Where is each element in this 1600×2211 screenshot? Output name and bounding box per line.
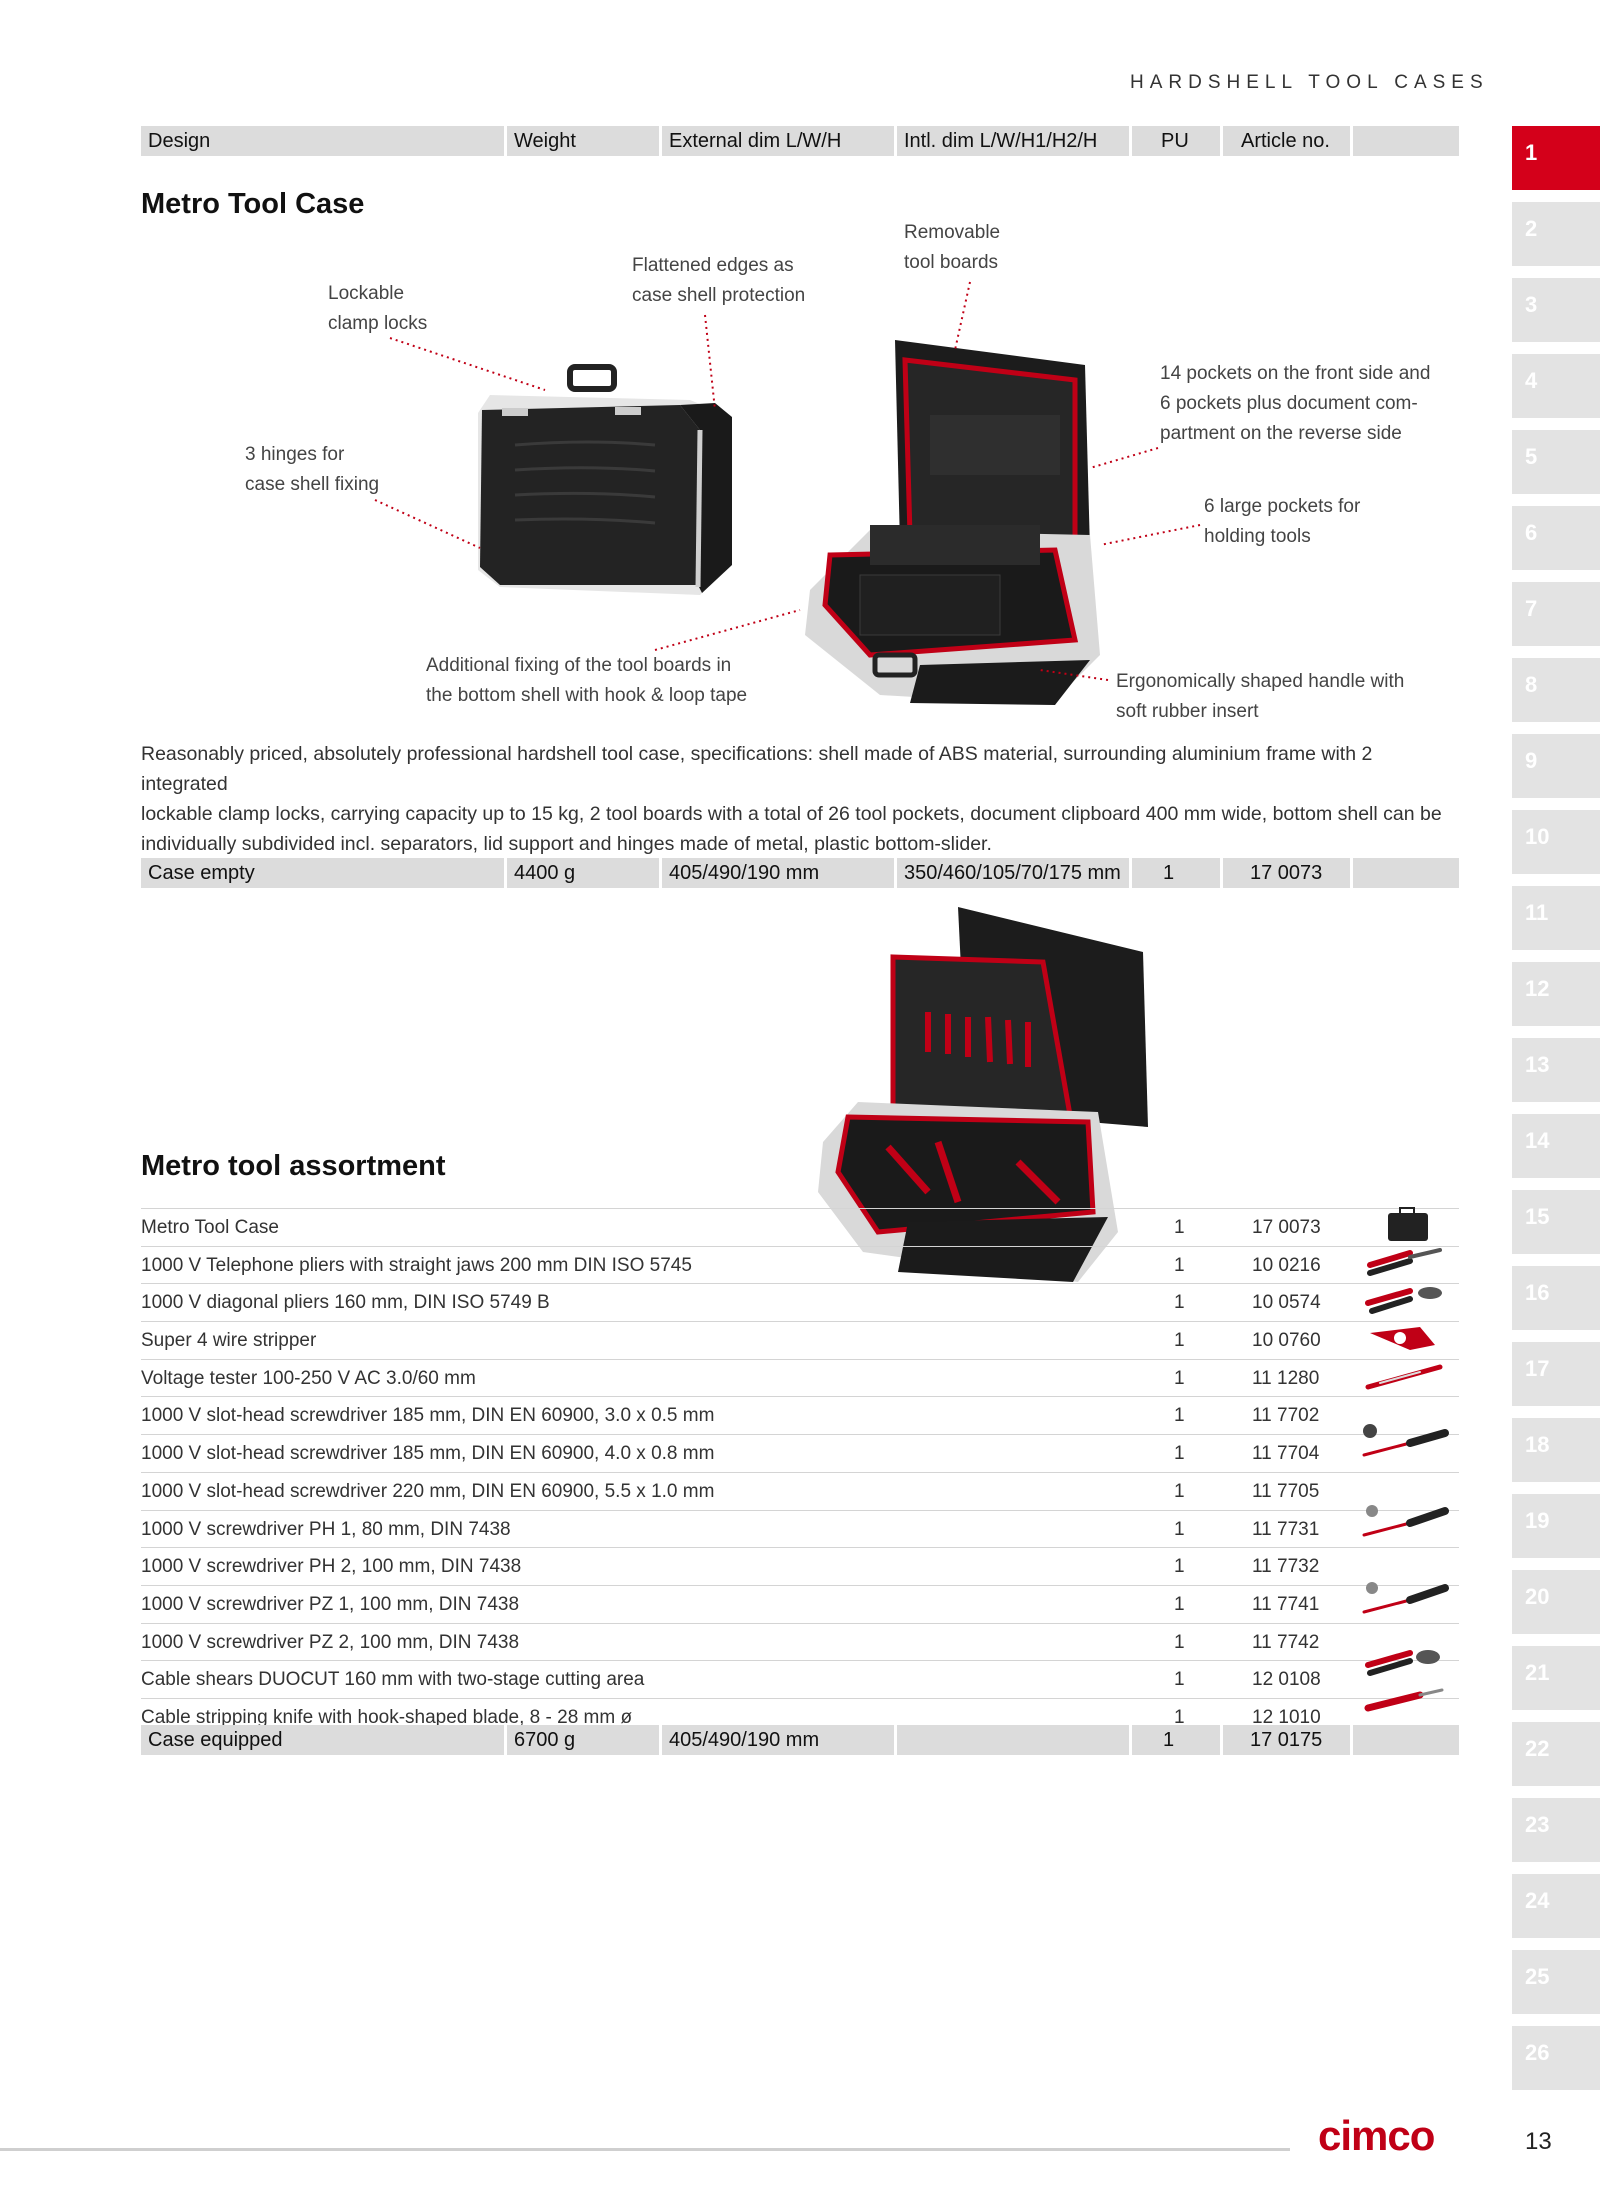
list-item: 1000 V Telephone pliers with straight ja… bbox=[141, 1247, 1459, 1285]
pozidriv-screwdriver-icon bbox=[1362, 1582, 1449, 1614]
case-equipped-weight: 6700 g bbox=[507, 1725, 659, 1755]
table-header-row: Design Weight External dim L/W/H Intl. d… bbox=[141, 126, 1459, 156]
col-weight: Weight bbox=[507, 126, 659, 156]
case-equipped-design: Case equipped bbox=[141, 1725, 504, 1755]
wire-stripper-icon bbox=[1370, 1327, 1435, 1350]
tab-1[interactable]: 1 bbox=[1512, 126, 1600, 190]
tab-19[interactable]: 19 bbox=[1512, 1494, 1600, 1558]
tab-21[interactable]: 21 bbox=[1512, 1646, 1600, 1710]
case-empty-internal: 350/460/105/70/175 mm bbox=[897, 858, 1129, 888]
pliers-icon bbox=[1367, 1248, 1442, 1276]
tab-8[interactable]: 8 bbox=[1512, 658, 1600, 722]
tab-15[interactable]: 15 bbox=[1512, 1190, 1600, 1254]
footer-rule bbox=[0, 2148, 1290, 2151]
col-design: Design bbox=[141, 126, 504, 156]
tab-25[interactable]: 25 bbox=[1512, 1950, 1600, 2014]
list-item: Cable stripping knife with hook-shaped b… bbox=[141, 1706, 1321, 1728]
tab-11[interactable]: 11 bbox=[1512, 886, 1600, 950]
tab-22[interactable]: 22 bbox=[1512, 1722, 1600, 1786]
tab-3[interactable]: 3 bbox=[1512, 278, 1600, 342]
voltage-tester-icon bbox=[1365, 1364, 1443, 1390]
list-item: Cable shears DUOCUT 160 mm with two-stag… bbox=[141, 1661, 1459, 1699]
case-empty-external: 405/490/190 mm bbox=[662, 858, 894, 888]
case-empty-row: Case empty 4400 g 405/490/190 mm 350/460… bbox=[141, 858, 1459, 888]
tab-24[interactable]: 24 bbox=[1512, 1874, 1600, 1938]
list-item: 1000 V screwdriver PH 1, 80 mm, DIN 7438… bbox=[141, 1511, 1459, 1549]
annotation-leader-lines bbox=[374, 281, 1201, 681]
tab-23[interactable]: 23 bbox=[1512, 1798, 1600, 1862]
section-title-metro-tool-assortment: Metro tool assortment bbox=[141, 1150, 446, 1182]
tab-6[interactable]: 6 bbox=[1512, 506, 1600, 570]
phillips-screwdriver-icon bbox=[1362, 1505, 1449, 1537]
list-item: 1000 V screwdriver PZ 2, 100 mm, DIN 743… bbox=[141, 1624, 1459, 1662]
list-item: 1000 V slot-head screwdriver 220 mm, DIN… bbox=[141, 1473, 1459, 1511]
tab-13[interactable]: 13 bbox=[1512, 1038, 1600, 1102]
page-number: 13 bbox=[1525, 2128, 1552, 2155]
tab-4[interactable]: 4 bbox=[1512, 354, 1600, 418]
tab-18[interactable]: 18 bbox=[1512, 1418, 1600, 1482]
case-empty-article: 17 0073 bbox=[1223, 858, 1350, 888]
case-equipped-external: 405/490/190 mm bbox=[662, 1725, 894, 1755]
tab-5[interactable]: 5 bbox=[1512, 430, 1600, 494]
tab-9[interactable]: 9 bbox=[1512, 734, 1600, 798]
case-thumbnail-icon bbox=[1388, 1207, 1428, 1241]
page-header-title: HARDSHELL TOOL CASES bbox=[1130, 72, 1489, 93]
product-description: Reasonably priced, absolutely profession… bbox=[141, 743, 1442, 855]
open-case-image bbox=[805, 340, 1100, 705]
equipped-case-image bbox=[818, 907, 1148, 1282]
tab-16[interactable]: 16 bbox=[1512, 1266, 1600, 1330]
stripping-knife-icon bbox=[1364, 1688, 1444, 1712]
tab-26[interactable]: 26 bbox=[1512, 2026, 1600, 2090]
section-title-metro-tool-case: Metro Tool Case bbox=[141, 188, 365, 220]
tab-14[interactable]: 14 bbox=[1512, 1114, 1600, 1178]
col-external: External dim L/W/H bbox=[662, 126, 894, 156]
col-pu: PU bbox=[1132, 126, 1220, 156]
tab-2[interactable]: 2 bbox=[1512, 202, 1600, 266]
case-equipped-image-cell bbox=[1353, 1725, 1459, 1755]
tool-thumbnails bbox=[1362, 1207, 1449, 1712]
closed-case-image bbox=[478, 364, 732, 595]
case-empty-weight: 4400 g bbox=[507, 858, 659, 888]
case-empty-image-cell bbox=[1353, 858, 1459, 888]
list-item: 1000 V screwdriver PH 2, 100 mm, DIN 743… bbox=[141, 1548, 1459, 1586]
slot-screwdriver-icon bbox=[1362, 1424, 1449, 1457]
case-equipped-internal bbox=[897, 1725, 1129, 1755]
case-empty-pu: 1 bbox=[1132, 858, 1220, 888]
list-item: 1000 V slot-head screwdriver 185 mm, DIN… bbox=[141, 1435, 1459, 1473]
case-equipped-article: 17 0175 bbox=[1223, 1725, 1350, 1755]
cable-shears-icon bbox=[1365, 1650, 1440, 1676]
list-item: 1000 V diagonal pliers 160 mm, DIN ISO 5… bbox=[141, 1284, 1459, 1323]
list-item: 1000 V screwdriver PZ 1, 100 mm, DIN 743… bbox=[141, 1586, 1459, 1624]
diagonal-pliers-icon bbox=[1365, 1287, 1442, 1314]
case-equipped-pu: 1 bbox=[1132, 1725, 1220, 1755]
tab-20[interactable]: 20 bbox=[1512, 1570, 1600, 1634]
col-image bbox=[1353, 126, 1459, 156]
cimco-logo: cimco bbox=[1318, 2112, 1435, 2159]
tab-12[interactable]: 12 bbox=[1512, 962, 1600, 1026]
tab-7[interactable]: 7 bbox=[1512, 582, 1600, 646]
case-equipped-row: Case equipped 6700 g 405/490/190 mm 1 17… bbox=[141, 1725, 1459, 1755]
case-empty-design: Case empty bbox=[141, 858, 504, 888]
col-internal: Intl. dim L/W/H1/H2/H bbox=[897, 126, 1129, 156]
tab-10[interactable]: 10 bbox=[1512, 810, 1600, 874]
tab-17[interactable]: 17 bbox=[1512, 1342, 1600, 1406]
col-article: Article no. bbox=[1223, 126, 1350, 156]
list-item: 1000 V slot-head screwdriver 185 mm, DIN… bbox=[141, 1397, 1459, 1436]
